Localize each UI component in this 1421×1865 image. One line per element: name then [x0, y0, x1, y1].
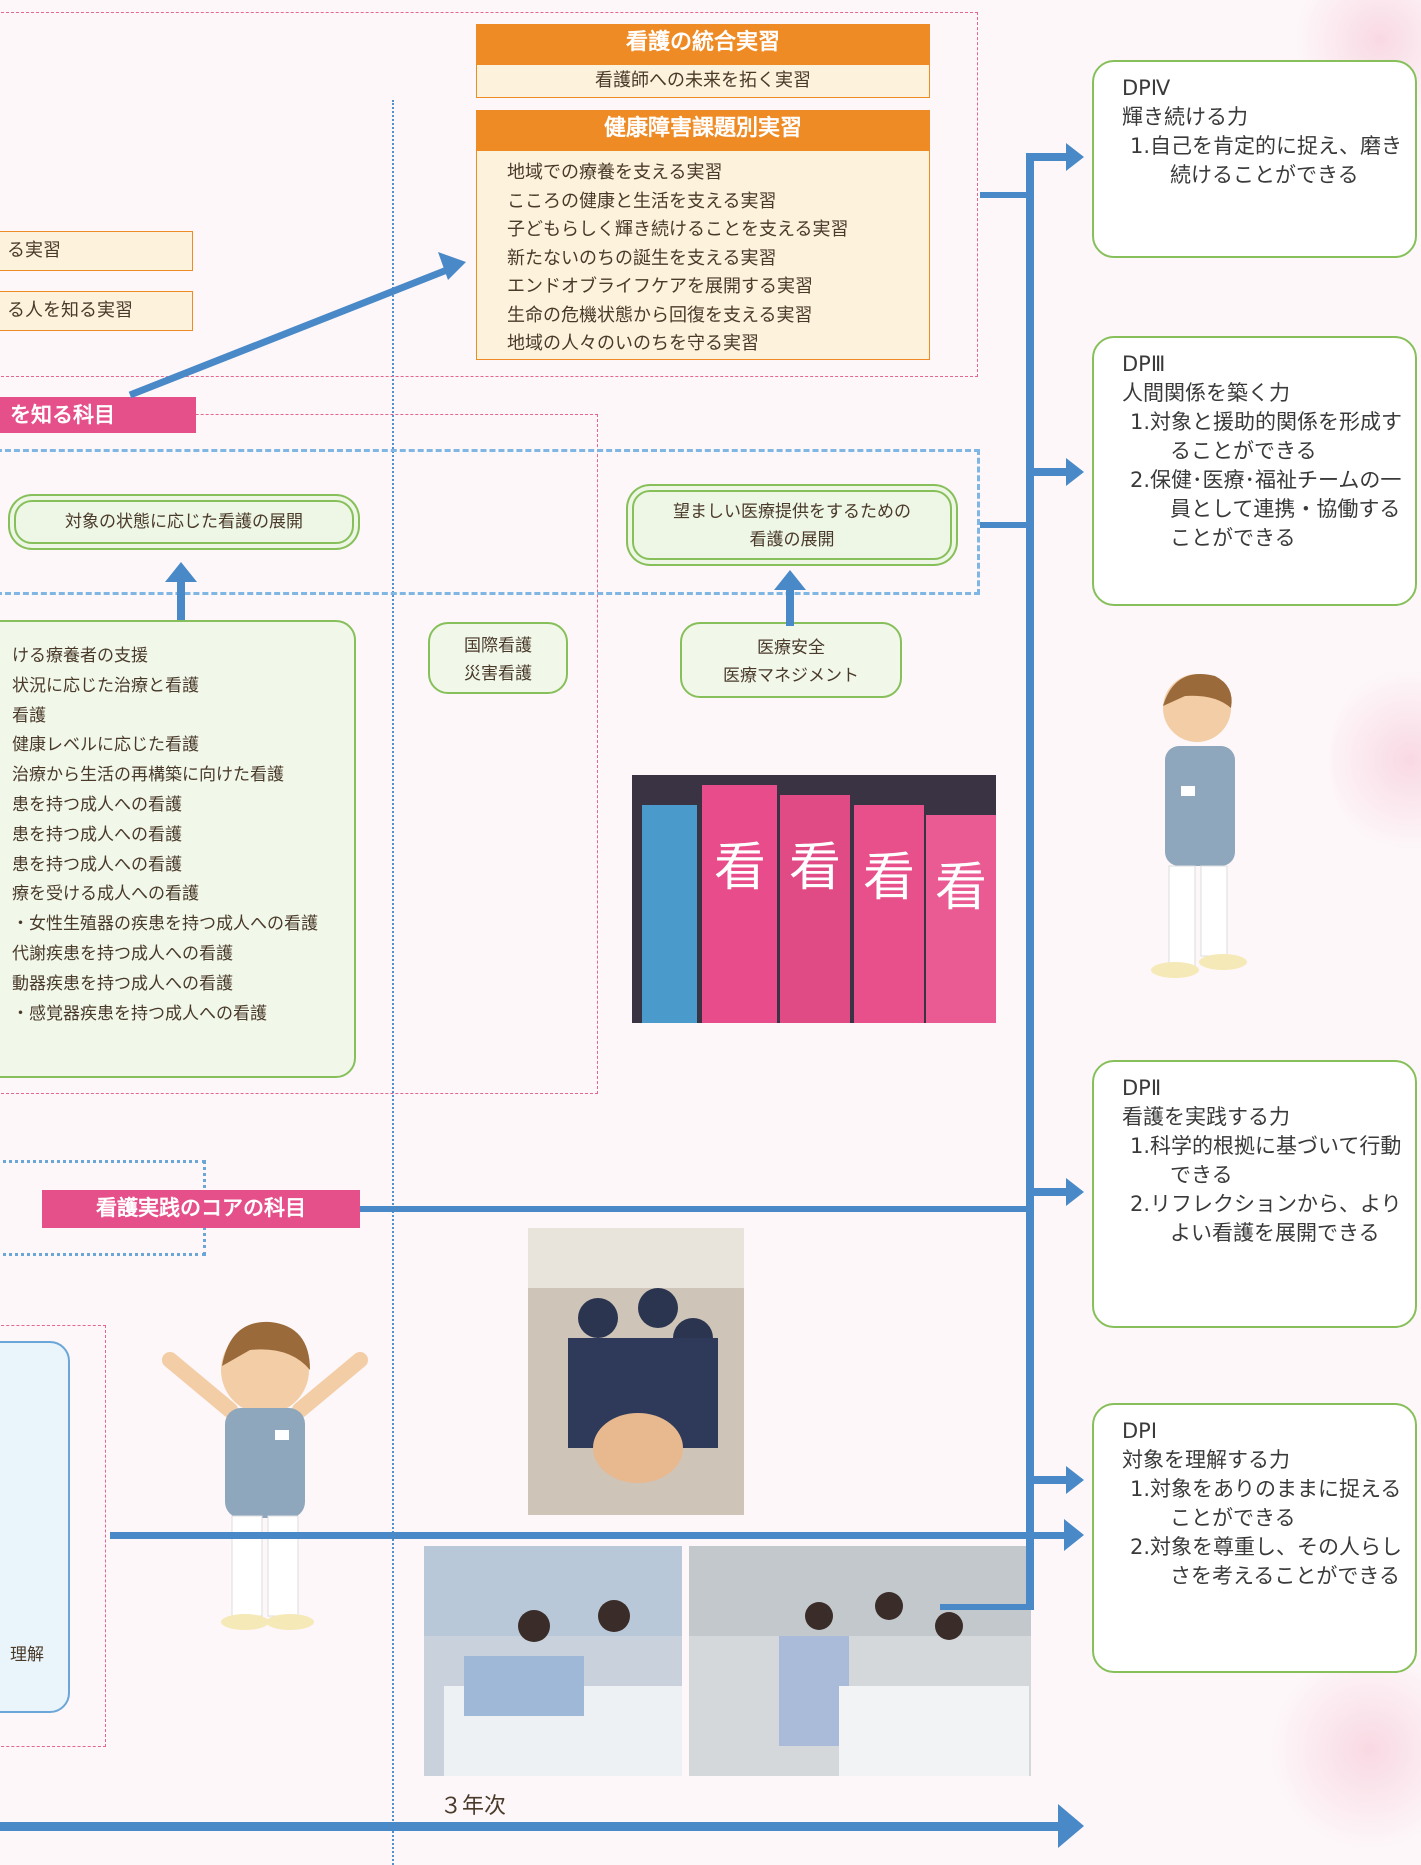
subject-list-box: ける療養者の支援 状況に応じた治療と看護 看護 健康レベルに応じた看護 治療から…: [0, 620, 356, 1078]
bed-study-photo: [424, 1546, 682, 1776]
foundation-area: [0, 1325, 106, 1747]
dp3-item-1: 1.対象と援助的関係を形成することができる: [1130, 410, 1403, 463]
dp2-item-1: 1.科学的根拠に基づいて行動できる: [1130, 1134, 1402, 1187]
dp4-item-1: 1.自己を肯定的に捉え、磨き続けることができる: [1130, 134, 1403, 187]
health-practicum-title: 健康障害課題別実習: [476, 110, 930, 150]
cpr-practice-photo: [528, 1228, 744, 1515]
list-item: 子どもらしく輝き続けることを支える実習: [507, 219, 849, 240]
dp4-title: 輝き続ける力: [1122, 105, 1248, 129]
practicum-box-left-1: る実習: [0, 231, 193, 271]
health-practicum-list: 地域での療養を支える実習 こころの健康と生活を支える実習 子どもらしく輝き続ける…: [476, 150, 930, 360]
list-item: 健康レベルに応じた看護: [12, 735, 199, 756]
nurse-student-walking: [1125, 666, 1270, 986]
dp4-box: DPⅣ 輝き続ける力 1.自己を肯定的に捉え、磨き続けることができる: [1092, 60, 1417, 258]
dp1-title: 対象を理解する力: [1122, 1448, 1290, 1472]
bed-care-photo: [689, 1546, 1031, 1776]
list-item: ける療養者の支援: [12, 646, 148, 666]
integrated-practicum-sub: 看護師への未来を拓く実習: [476, 64, 930, 98]
dp2-item-2: 2.リフレクションから、よりよい看護を展開できる: [1130, 1192, 1402, 1245]
list-item: エンドオブライフケアを展開する実習: [507, 276, 813, 297]
list-item: 患を持つ成人への看護: [12, 854, 182, 875]
list-item: 治療から生活の再構築に向けた看護: [12, 765, 284, 786]
foundation-box: [0, 1341, 70, 1713]
list-item: ・女性生殖器の疾患を持つ成人への看護: [12, 914, 318, 935]
dp1-box: DPⅠ 対象を理解する力 1.対象をありのままに捉えることができる 2.対象を尊…: [1092, 1403, 1417, 1673]
list-item: ・感覚器疾患を持つ成人への看護: [12, 1003, 267, 1024]
textbooks-photo: 看 看 看 看: [632, 775, 996, 1023]
list-item: 地域での療養を支える実習: [507, 162, 723, 183]
list-item: こころの健康と生活を支える実習: [507, 190, 777, 212]
list-item: 療を受ける成人への看護: [12, 884, 199, 905]
list-item: 看護: [12, 705, 46, 726]
list-item: 代謝疾患を持つ成人への看護: [12, 943, 233, 964]
bg-petal-bottom: [1270, 1650, 1421, 1850]
foundation-text: 理解: [10, 1645, 44, 1665]
dp1-id: DPⅠ: [1122, 1419, 1158, 1443]
state-nursing-box: 対象の状態に応じた看護の展開: [14, 500, 354, 544]
desirable-care-box: 望ましい医療提供をするための 看護の展開: [632, 490, 952, 560]
list-item: 動器疾患を持つ成人への看護: [12, 973, 233, 994]
svg-text:看: 看: [935, 858, 987, 918]
svg-text:看: 看: [789, 838, 841, 898]
core-subjects-label: 看護実践のコアの科目: [42, 1190, 360, 1228]
knowing-subjects-area: [0, 414, 598, 1094]
dp2-title: 看護を実践する力: [1122, 1105, 1290, 1129]
safety-management-box: 医療安全 医療マネジメント: [680, 622, 902, 698]
practicum-box-left-2: る人を知る実習: [0, 291, 193, 331]
list-item: 状況に応じた治療と看護: [12, 675, 199, 696]
dp3-title: 人間関係を築く力: [1122, 381, 1290, 405]
list-item: 地域の人々のいのちを守る実習: [507, 333, 759, 354]
intl-disaster-box: 国際看護 災害看護: [428, 622, 568, 694]
dp2-box: DPⅡ 看護を実践する力 1.科学的根拠に基づいて行動できる 2.リフレクション…: [1092, 1060, 1417, 1328]
list-item: 生命の危機状態から回復を支える実習: [507, 304, 813, 326]
year-divider-line: [392, 100, 394, 1865]
dp1-item-2: 2.対象を尊重し、その人らしさを考えることができる: [1130, 1535, 1403, 1588]
list-item: 新たないのちの誕生を支える実習: [507, 247, 777, 269]
practicum-area: [0, 12, 978, 377]
svg-text:看: 看: [863, 848, 915, 908]
integrated-practicum-title: 看護の統合実習: [476, 24, 930, 64]
knowing-subjects-label: を知る科目: [0, 397, 196, 433]
dp1-item-1: 1.対象をありのままに捉えることができる: [1130, 1477, 1402, 1530]
list-item: 患を持つ成人への看護: [12, 824, 182, 845]
list-item: 患を持つ成人への看護: [12, 794, 182, 815]
dp2-id: DPⅡ: [1122, 1076, 1162, 1100]
dp3-id: DPⅢ: [1122, 352, 1166, 376]
dp4-id: DPⅣ: [1122, 76, 1171, 100]
dp3-box: DPⅢ 人間関係を築く力 1.対象と援助的関係を形成することができる 2.保健･…: [1092, 336, 1417, 606]
svg-text:看: 看: [714, 838, 766, 898]
dp3-item-2: 2.保健･医療･福祉チームの一員として連携・協働することができる: [1130, 468, 1402, 550]
year-label: ３年次: [440, 1794, 507, 1819]
nursing-development-area: [0, 449, 980, 595]
